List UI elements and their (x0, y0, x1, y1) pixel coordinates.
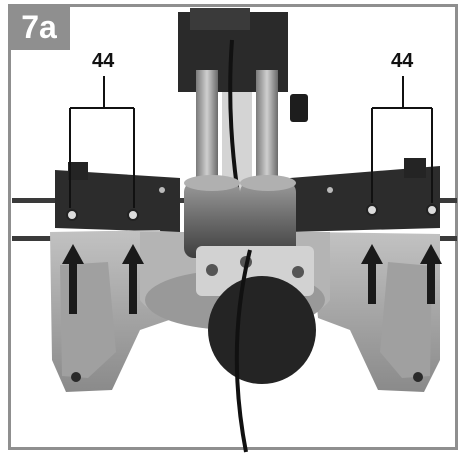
callout-44-right: 44 (391, 50, 414, 72)
motor (184, 175, 316, 453)
arrow-up-icon (361, 244, 383, 304)
callout-leaders-left (69, 76, 135, 208)
figure-label: 7a (8, 4, 70, 50)
fence-bolts (66, 187, 438, 221)
arrow-up-icon (420, 244, 442, 304)
callout-44-left: 44 (92, 50, 115, 72)
arrow-up-icon (122, 244, 144, 314)
arrow-up-icon (62, 244, 84, 314)
fence (55, 158, 440, 232)
base-right (310, 232, 440, 392)
direction-arrows (62, 244, 442, 314)
callout-leaders-right (371, 76, 433, 203)
